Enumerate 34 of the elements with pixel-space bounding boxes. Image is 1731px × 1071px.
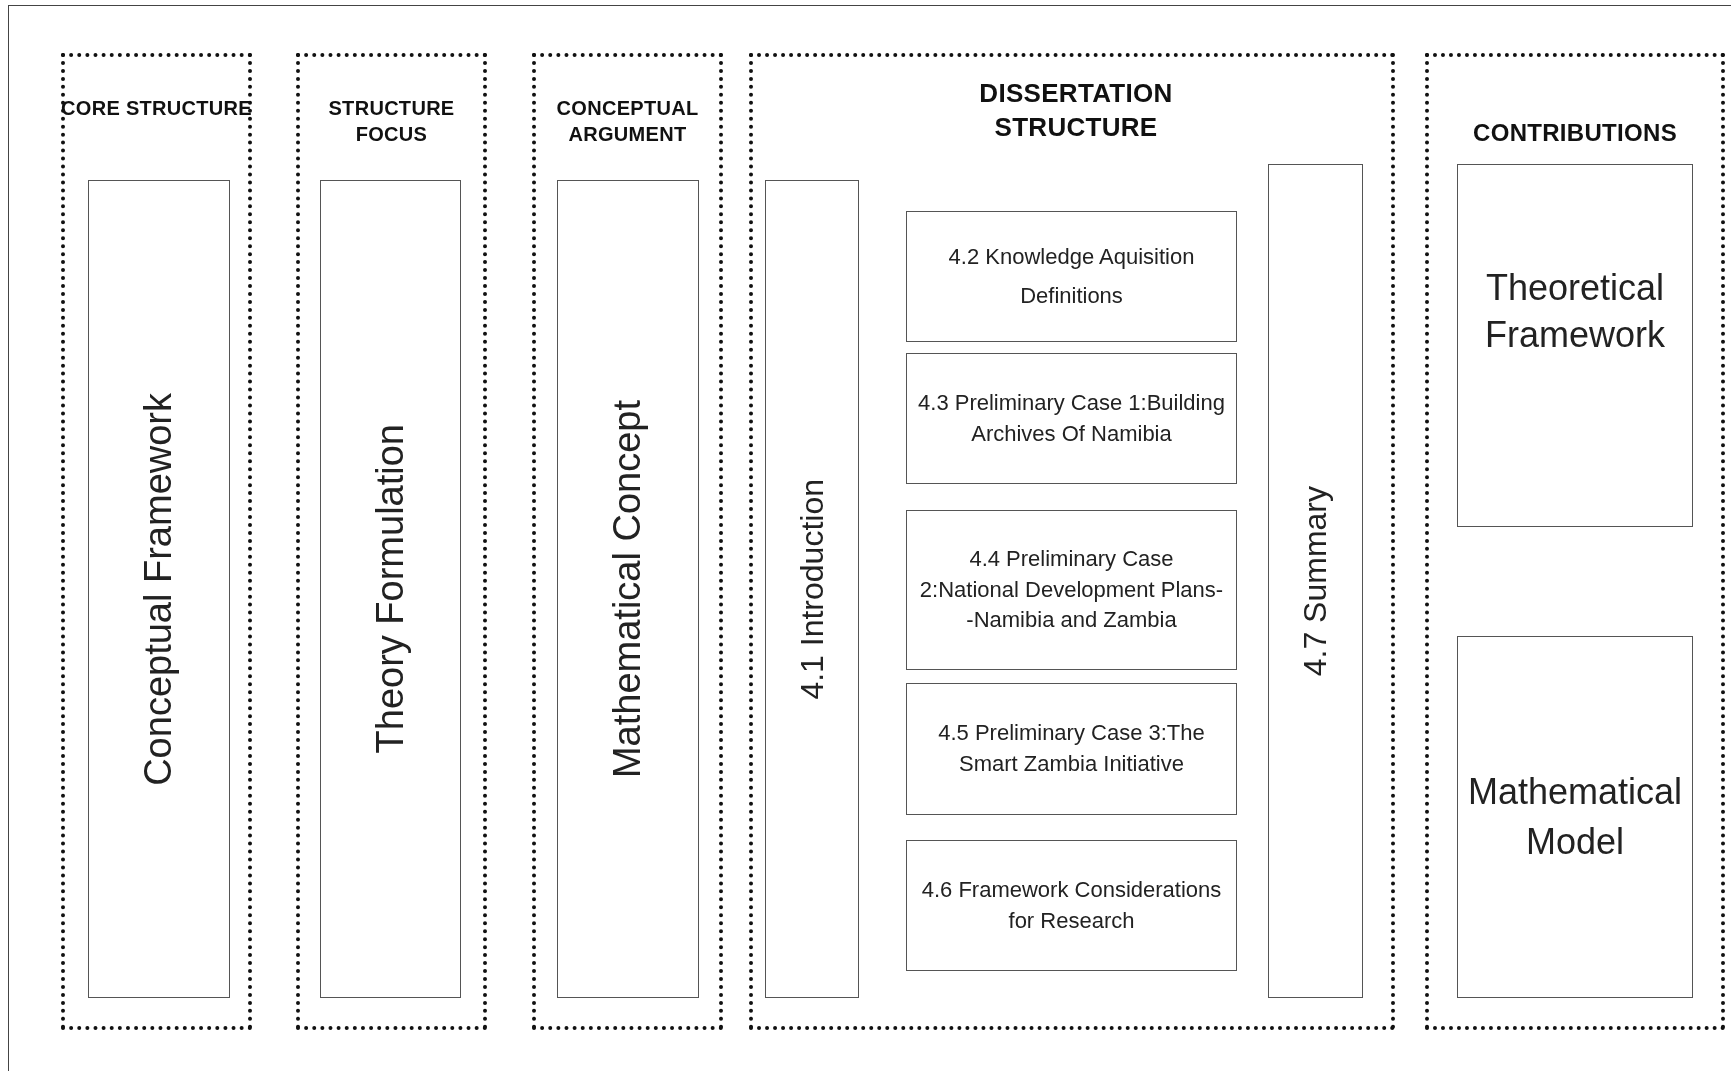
section-label: 4.1 Introduction <box>792 478 831 700</box>
column-heading: CORE STRUCTURE <box>60 96 253 121</box>
section-label: 4.5 Preliminary Case 3:The Smart Zambia Initiative <box>937 719 1206 778</box>
dotted-column <box>296 53 487 1030</box>
column-heading: DISSERTATION STRUCTURE <box>978 77 1174 144</box>
dotted-column <box>532 53 723 1030</box>
section-box <box>1268 164 1363 998</box>
section-box <box>320 180 461 998</box>
section-box <box>906 683 1237 815</box>
section-box <box>557 180 699 998</box>
section-label: 4.4 Preliminary Case 2:National Development Plans--Namibia and Zambia <box>918 544 1225 635</box>
section-label: Theory Formulation <box>367 424 412 754</box>
section-box <box>1457 164 1693 527</box>
dotted-column <box>61 53 252 1030</box>
section-label: 4.3 Preliminary Case 1:Building Archives Of Namibia <box>917 388 1226 448</box>
section-label: 4.2 Knowledge Aquisition Definitions <box>947 243 1196 310</box>
section-label: Mathematical Model <box>1466 769 1684 864</box>
column-heading: CONCEPTUAL ARGUMENT <box>555 96 700 147</box>
section-box <box>906 353 1237 484</box>
section-label: Mathematical Concept <box>605 399 650 779</box>
section-box <box>88 180 230 998</box>
column-heading: CONTRIBUTIONS <box>1472 118 1678 148</box>
section-box <box>1457 636 1693 998</box>
section-label: Conceptual Framework <box>136 392 181 786</box>
section-box <box>765 180 859 998</box>
column-heading: STRUCTURE FOCUS <box>327 96 456 147</box>
section-label: Theoretical Framework <box>1484 266 1666 357</box>
dotted-column <box>749 53 1395 1030</box>
dotted-column <box>1425 53 1725 1030</box>
section-label: 4.7 Summary <box>1296 485 1335 677</box>
section-label: 4.6 Framework Considerations for Research <box>920 875 1223 935</box>
section-box <box>906 211 1237 342</box>
section-box <box>906 840 1237 971</box>
section-box <box>906 510 1237 670</box>
